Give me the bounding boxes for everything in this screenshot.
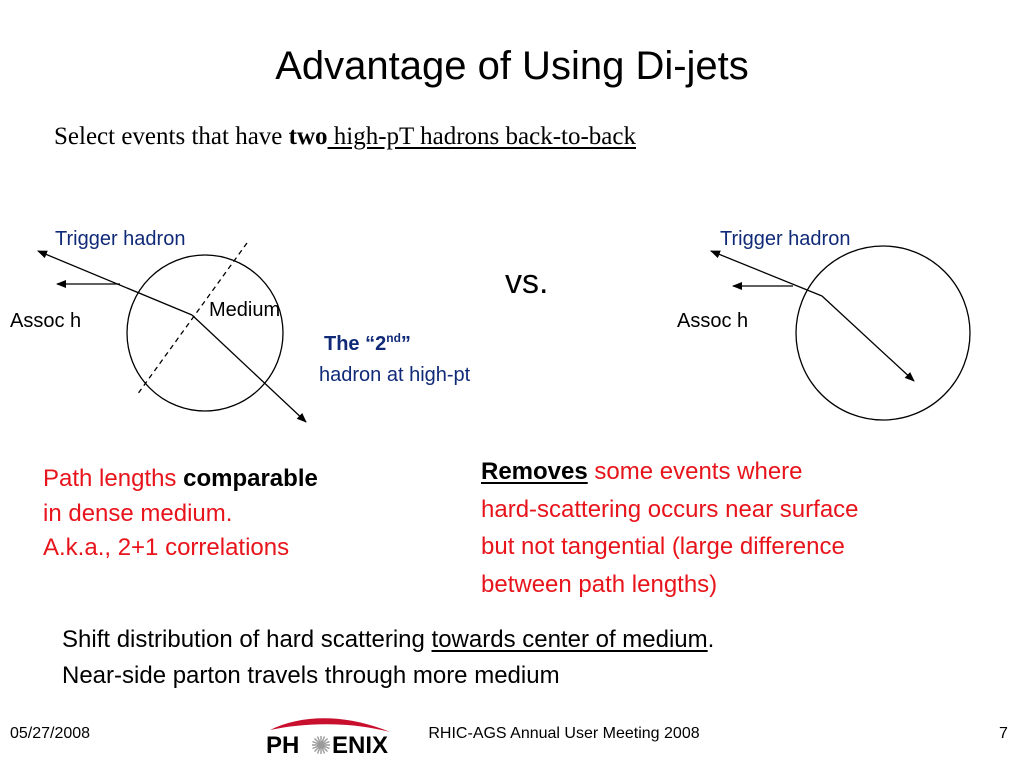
subtitle-underlined: high-pT hadrons back-to-back (327, 123, 637, 150)
left-dashed-line (136, 242, 248, 396)
page-title: Advantage of Using Di-jets (275, 44, 749, 88)
second-hadron-title-prefix: The “2 (324, 333, 387, 355)
footer-page-number: 7 (999, 725, 1008, 742)
logo-text-left: PH (266, 732, 300, 759)
right-assoc-arrow (821, 295, 915, 382)
bottom-line1-underlined: towards center of medium (431, 626, 708, 653)
bottom-summary: Shift distribution of hard scattering to… (62, 622, 714, 694)
subtitle-bold: two (288, 123, 328, 150)
left-diagram (37, 242, 307, 423)
vs-label: vs. (505, 263, 549, 301)
right-explanation: Removes some events where hard-scatterin… (481, 453, 859, 603)
right-explanation-line3: but not tangential (large difference (481, 533, 845, 560)
logo-text-right: ENIX (332, 732, 389, 759)
second-hadron-title: The “2nd” (324, 325, 411, 357)
left-assoc-label: Assoc h (10, 310, 82, 332)
subtitle: Select events that have two high-pT hadr… (54, 120, 636, 154)
second-hadron-title-sup: nd (386, 331, 401, 345)
right-explanation-line4: between path lengths) (481, 570, 718, 598)
right-line1-bold: Removes (481, 458, 588, 485)
left-explanation: Path lengths comparable in dense medium.… (43, 462, 318, 566)
left-explanation-line1: Path lengths comparable (43, 462, 318, 497)
right-medium-circle (795, 245, 971, 421)
right-line1-rest: some events where (587, 458, 803, 485)
right-trigger-label: Trigger hadron (720, 228, 851, 250)
right-explanation-line2: hard-scattering occurs near surface (481, 495, 859, 523)
bottom-summary-line2: Near-side parton travels through more me… (62, 662, 560, 689)
right-diagram (710, 245, 971, 421)
bottom-line1-suffix: . (707, 626, 715, 653)
left-assoc-arrow (191, 314, 307, 423)
second-hadron-title-suffix: ” (400, 333, 411, 355)
subtitle-prefix: Select events that have (54, 123, 289, 150)
left-medium-circle (126, 254, 284, 412)
left-line1-prefix: Path lengths (43, 465, 184, 492)
left-explanation-line2: in dense medium. (43, 499, 233, 527)
left-line1-bold: comparable (183, 465, 318, 492)
logo-swoosh-icon (270, 718, 390, 754)
footer-date: 05/27/2008 (10, 725, 91, 742)
left-trigger-label: Trigger hadron (55, 228, 186, 250)
right-assoc-label: Assoc h (677, 310, 749, 332)
bottom-line1-prefix: Shift distribution of hard scattering (62, 626, 432, 653)
left-explanation-line3: A.k.a., 2+1 correlations (43, 534, 290, 561)
footer-meeting: RHIC-AGS Annual User Meeting 2008 (428, 725, 700, 742)
right-explanation-line1: Removes some events where (481, 453, 859, 491)
right-trigger-arrow (710, 250, 823, 297)
bottom-summary-line1: Shift distribution of hard scattering to… (62, 622, 714, 658)
left-trigger-arrow (37, 250, 193, 316)
second-hadron-subtitle: hadron at high-pt (319, 364, 471, 386)
medium-label: Medium (209, 299, 281, 321)
